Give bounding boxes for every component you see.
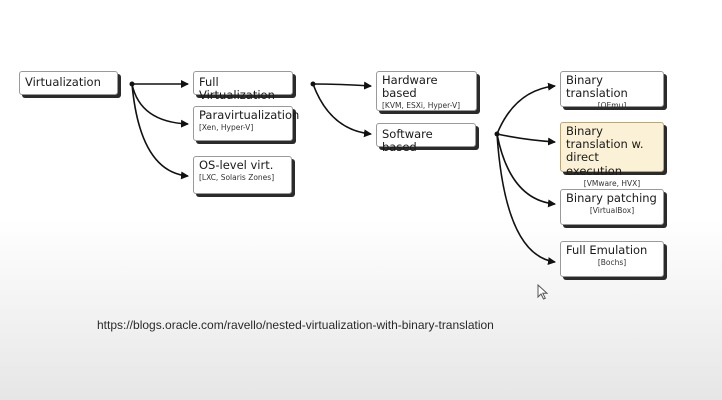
junction-dot-software	[494, 131, 500, 137]
node-paravirtualization-title: Paravirtualization	[199, 108, 300, 122]
arrow-full-to-hardware	[312, 81, 372, 90]
node-os-level-virt-title: OS-level virt.	[199, 158, 274, 172]
node-software-based-title: Software based	[382, 127, 433, 155]
node-os-level-virt: OS-level virt. [LXC, Solaris Zones]	[193, 156, 292, 194]
node-binary-translation-direct-execution-examples: [VMware, HVX]	[583, 178, 641, 188]
node-os-level-virt-examples: [LXC, Solaris Zones]	[199, 173, 275, 183]
node-binary-patching-title: Binary patching	[566, 191, 657, 205]
arrow-software-to-direct-execution	[496, 133, 556, 146]
node-virtualization-title: Virtualization	[25, 75, 101, 89]
junction-dot-full-virtualization	[310, 81, 316, 87]
node-full-virtualization-title: Full Virtualization	[199, 75, 275, 103]
node-binary-translation-direct-execution-title: Binary translation w. direct execution	[566, 124, 644, 178]
node-binary-translation: Binary translation [QEmu]	[560, 71, 664, 110]
node-full-emulation: Full Emulation [Bochs]	[560, 241, 664, 277]
node-binary-patching-examples: [VirtualBox]	[589, 206, 635, 216]
node-binary-translation-examples: [QEmu]	[597, 101, 627, 111]
node-full-virtualization: Full Virtualization	[193, 71, 293, 102]
source-url: https://blogs.oracle.com/ravello/nested-…	[97, 318, 494, 332]
junction-dot-root	[129, 81, 135, 87]
arrow-software-to-binary-translation	[496, 82, 556, 135]
node-hardware-based-examples: [KVM, ESXi, Hyper-V]	[382, 101, 461, 111]
node-paravirtualization: Paravirtualization [Xen, Hyper-V]	[193, 106, 300, 141]
node-paravirtualization-examples: [Xen, Hyper-V]	[199, 123, 254, 133]
node-binary-translation-title: Binary translation	[566, 73, 628, 101]
arrow-root-to-os-level	[131, 83, 189, 180]
node-software-based: Software based	[376, 123, 476, 154]
node-hardware-based-title: Hardware based	[382, 73, 438, 101]
node-full-emulation-examples: [Bochs]	[597, 258, 627, 268]
arrow-software-to-binary-patching	[496, 133, 556, 208]
arrow-full-to-software	[312, 83, 372, 138]
node-full-emulation-title: Full Emulation	[566, 243, 648, 257]
node-hardware-based: Hardware based [KVM, ESXi, Hyper-V]	[376, 71, 477, 111]
node-binary-translation-direct-execution: Binary translation w. direct execution […	[560, 122, 664, 188]
arrow-root-to-paravirtualization	[131, 83, 189, 128]
node-virtualization: Virtualization	[19, 71, 118, 95]
mouse-cursor-icon	[537, 284, 549, 300]
node-binary-patching: Binary patching [VirtualBox]	[560, 189, 664, 225]
arrow-software-to-full-emulation	[496, 133, 556, 265]
